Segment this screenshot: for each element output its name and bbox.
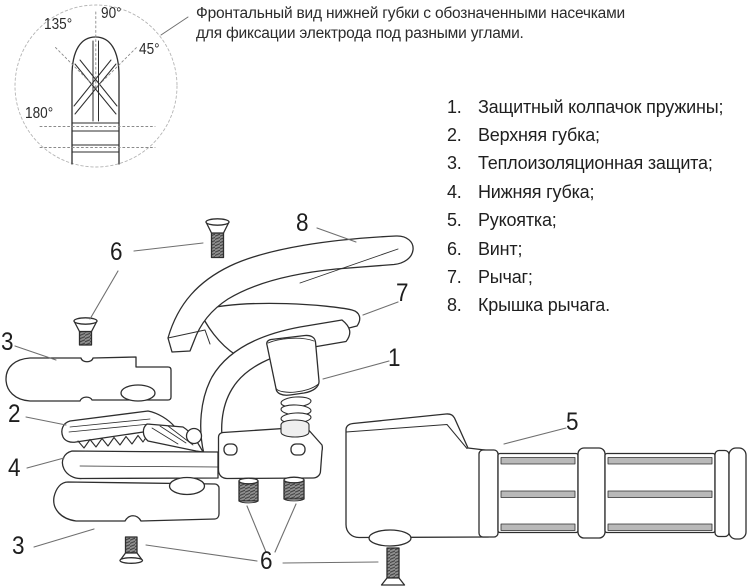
callout-4: 4 (8, 454, 21, 482)
clamp-arm-drawing (200, 319, 351, 457)
screw-top-drawing (205, 218, 230, 259)
parts-list-item: 8. Крышка рычага. (447, 292, 723, 320)
inset-caption-line1: Фронтальный вид нижней губки с обозначен… (196, 5, 625, 22)
inset-circle (14, 4, 178, 168)
part-number: 2. (447, 125, 462, 146)
parts-list-item: 6. Винт; (447, 235, 723, 263)
part-number: 4. (447, 181, 462, 202)
electrode-jaw-front-drawing (71, 36, 120, 165)
stud-left-drawing (238, 477, 259, 504)
inset-front-view (14, 4, 189, 168)
angle-label-135: 135° (44, 16, 73, 33)
callout-8: 8 (296, 209, 309, 237)
screw-bottom-left-drawing (119, 536, 144, 564)
parts-list-item: 1. Защитный колпачок пружины; (447, 93, 723, 121)
callout-3-bottom: 3 (12, 532, 25, 560)
inset-caption: Фронтальный вид нижней губки с обозначен… (196, 4, 625, 44)
handle-drawing (345, 413, 747, 547)
heat-shield-top-drawing (5, 356, 172, 402)
part-label: Крышка рычага. (478, 295, 610, 316)
inset-caption-line2: для фиксации электрода под разными углам… (196, 25, 524, 42)
stud-right-drawing (283, 476, 305, 502)
spring-drawing (280, 396, 312, 438)
parts-list-item: 4. Нижняя губка; (447, 178, 723, 206)
part-label: Теплоизоляционная защита; (478, 153, 713, 174)
part-label: Винт; (478, 238, 523, 259)
angle-label-45: 45° (139, 41, 160, 58)
part-number: 8. (447, 295, 462, 316)
angle-label-180: 180° (25, 105, 54, 122)
part-number: 7. (447, 267, 462, 288)
parts-list-item: 2. Верхняя губка; (447, 121, 723, 149)
lever-drawing (199, 302, 361, 356)
callout-6-bottom: 6 (260, 547, 273, 575)
leader-lines (14, 227, 567, 564)
part-number: 5. (447, 210, 462, 231)
callout-7: 7 (396, 279, 409, 307)
parts-list-item: 7. Рычаг; (447, 263, 723, 291)
part-label: Нижняя губка; (478, 181, 595, 202)
part-label: Верхняя губка; (478, 125, 600, 146)
part-label: Рукоятка; (478, 210, 557, 231)
callout-3-top: 3 (1, 328, 14, 356)
spring-cap-drawing (266, 334, 320, 396)
parts-list: 1. Защитный колпачок пружины; 2. Верхняя г… (447, 93, 723, 320)
lower-jaw-drawing (61, 426, 324, 480)
screw-handle-drawing (380, 547, 406, 586)
part-number: 6. (447, 238, 462, 259)
callout-5: 5 (566, 408, 579, 436)
part-label: Защитный колпачок пружины; (478, 96, 724, 117)
callout-2: 2 (8, 400, 21, 428)
parts-list-item: 3. Теплоизоляционная защита; (447, 150, 723, 178)
part-label: Рычаг; (478, 267, 533, 288)
lever-cover-drawing (167, 235, 414, 353)
callout-6-top: 6 (110, 238, 123, 266)
heat-shield-bottom-drawing (53, 476, 220, 522)
angle-label-90: 90° (101, 5, 122, 22)
part-number: 3. (447, 153, 462, 174)
upper-jaw-drawing (61, 410, 204, 453)
callout-1: 1 (388, 344, 401, 372)
angle-guide-lines (39, 11, 156, 148)
caption-leader-line (160, 16, 189, 36)
screw-left-drawing (73, 317, 98, 346)
pivot-pin-drawing (185, 427, 203, 445)
parts-list-item: 5. Рукоятка; (447, 207, 723, 235)
grip-ribs (500, 457, 713, 531)
part-number: 1. (447, 96, 462, 117)
